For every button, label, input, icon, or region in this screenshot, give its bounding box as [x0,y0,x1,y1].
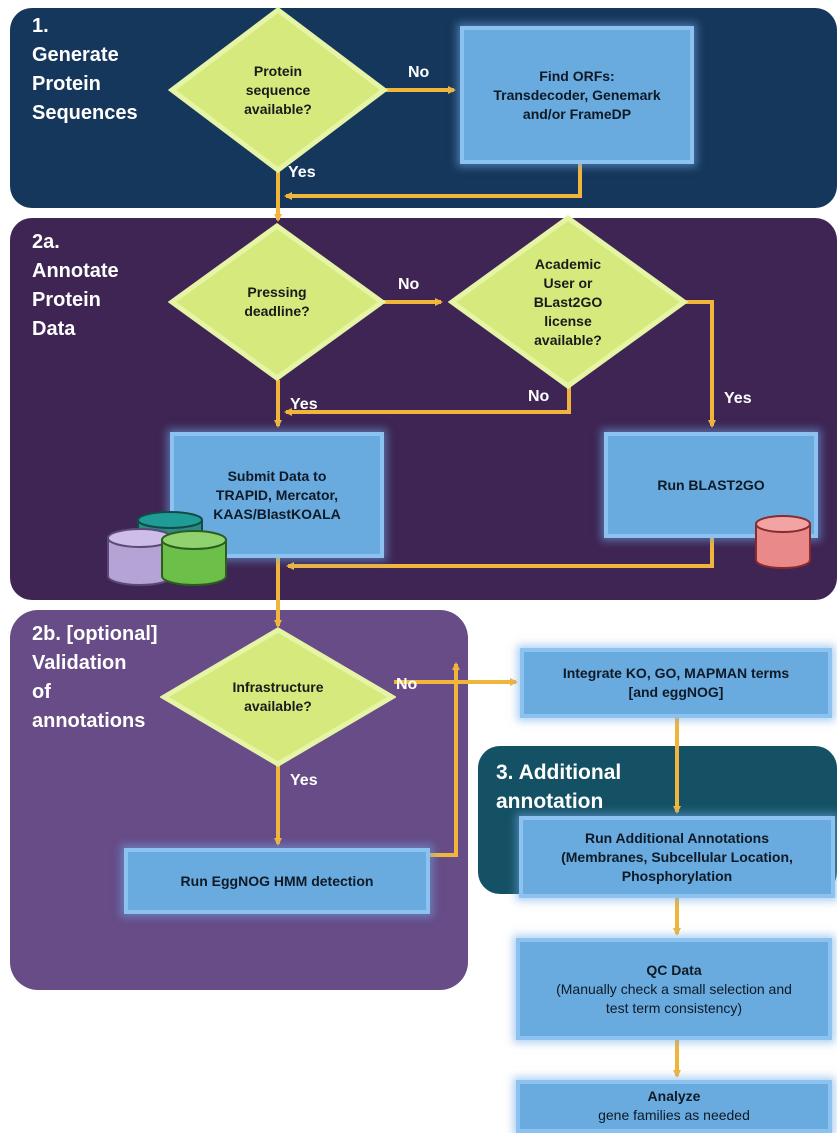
diamond-shape [160,627,396,767]
decision-academic-license-label: Academic User or BLast2GO license availa… [533,255,603,348]
analyze-body: gene families as needed [598,1107,750,1123]
label-no-1: No [408,64,430,81]
edge-orfs-merge [284,164,582,200]
label-yes-2: Yes [290,396,318,413]
label-no-4: No [396,676,418,693]
decision-protein-sequence: Protein sequence available? [168,6,388,174]
label-yes-3: Yes [724,390,752,407]
decision-pressing-deadline: Pressing deadline? [168,222,386,382]
panel-generate-sequences [10,8,837,208]
decision-infrastructure: Infrastructure available? [160,626,396,768]
edge-eggnog-up [430,662,460,857]
label-no-3: No [528,388,550,405]
decision-academic-license: Academic User or BLast2GO license availa… [448,214,688,390]
panel-1-title: 1. Generate Protein Sequences [32,15,138,124]
decision-pressing-deadline-label: Pressing deadline? [244,284,310,319]
box-find-orfs: Find ORFs: Transdecoder, Genemark and/or… [460,26,694,164]
decision-protein-sequence-label: Protein sequence available? [244,62,312,117]
diamond-shape [168,222,386,382]
diamond-shape [168,6,388,174]
diamond-shape [448,214,688,390]
label-yes-4: Yes [290,772,318,789]
analyze-title: Analyze [647,1088,701,1104]
database-icon-red [755,515,811,569]
panel-3-title: 3. Additional annotation [496,761,622,813]
database-icons [107,511,227,586]
panel-2a-title: 2a. Annotate Protein Data [32,231,119,340]
database-icon-lavender [107,528,173,586]
edge-academic-no [284,384,571,416]
panel-2b-title: 2b. [optional] Validation of annotations [32,623,158,732]
box-run-eggnog: Run EggNOG HMM detection [124,848,430,914]
edge-blast2go-merge [286,536,714,570]
box-qc-data: QC Data (Manually check a small selectio… [516,938,832,1040]
box-integrate-terms: Integrate KO, GO, MAPMAN terms [and eggN… [520,648,832,718]
label-yes-1: Yes [288,164,316,181]
qc-body: (Manually check a small selection and te… [556,980,792,1016]
label-no-2: No [398,276,420,293]
database-icon-green [161,530,227,586]
qc-title: QC Data [646,961,702,978]
box-analyze: Analyze gene families as needed [516,1080,832,1133]
box-run-additional-annotations: Run Additional Annotations (Membranes, S… [519,816,835,898]
decision-infrastructure-label: Infrastructure available? [232,679,324,714]
edge-academic-yes [686,300,716,428]
